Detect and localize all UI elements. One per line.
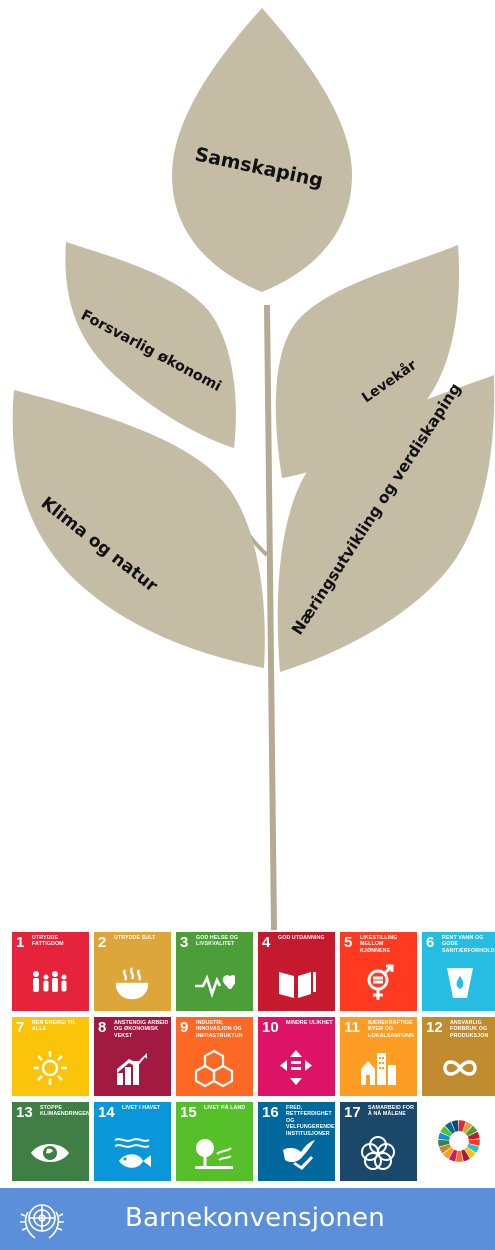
tree-icon — [195, 1139, 233, 1169]
sdg-tile-8: 8 ANSTENDIG ARBEID OG ØKONOMISK VEKST — [94, 1017, 171, 1096]
sdg-number: 2 — [98, 934, 107, 951]
sdg-tile-14: 14 LIVET I HAVET — [94, 1102, 171, 1181]
sdg-tile-10: 10 MINDRE ULIKHET — [258, 1017, 335, 1096]
sdg-title: RENT VANN OG GODE SANITÆRFORHOLD — [442, 935, 495, 954]
sdg-title: STOPPE KLIMAENDRINGENE — [40, 1105, 89, 1118]
sdg-number: 10 — [262, 1019, 279, 1036]
sdg-tile-16: 16 FRED, RETTFERDIGHET OG VELFUNGERENDE I… — [258, 1102, 335, 1181]
leaf-top — [172, 8, 352, 292]
sun-icon — [33, 1051, 67, 1085]
banner: Barnekonvensjonen — [0, 1188, 495, 1250]
sdg-tile-4: 4 GOD UTDANNING — [258, 932, 335, 1011]
family-icon — [33, 971, 67, 992]
sdg-tile-11: 11 BÆREKRAFTIGE BYER OG LOKALSAMFUNN — [340, 1017, 417, 1096]
sdg-number: 6 — [426, 934, 435, 951]
equality-icon — [280, 1050, 312, 1085]
sdg-tile-3: 3 GOD HELSE OG LIVSKVALITET — [176, 932, 253, 1011]
sdg-number: 11 — [344, 1019, 360, 1036]
sdg-number: 4 — [262, 934, 271, 951]
leaf-left-lower — [12, 390, 265, 668]
city-icon — [361, 1053, 396, 1085]
eye-icon — [31, 1144, 69, 1162]
sdg-tile-12: 12 ANSVARLIG FORBRUK OG PRODUKSJON — [422, 1017, 495, 1096]
sdg-number: 13 — [16, 1104, 33, 1121]
un-emblem-icon — [20, 1204, 64, 1239]
infinity-icon — [443, 1060, 477, 1076]
sdg-title: REN ENERGI TIL ALLE — [32, 1020, 76, 1033]
sdg-tile-13: 13 STOPPE KLIMAENDRINGENE — [12, 1102, 89, 1181]
sdg-tile-5: 5 LIKESTILLING MELLOM KJØNNENE — [340, 932, 417, 1011]
sdg-number: 14 — [98, 1104, 115, 1121]
sdg-title: LIKESTILLING MELLOM KJØNNENE — [360, 935, 398, 954]
sdg-number: 8 — [98, 1019, 107, 1036]
sdg-grid: 1 UTRYDDE FATTIGDOM 2 UTRYDDE SULT 3 GOD HELS… — [12, 932, 495, 1184]
sdg-number: 3 — [180, 934, 189, 951]
sdg-number: 7 — [16, 1019, 25, 1036]
sdg-number: 16 — [262, 1104, 279, 1121]
sdg-number: 5 — [344, 934, 353, 951]
sdg-title: GOD UTDANNING — [278, 935, 325, 941]
sdg-title: ANSVARLIG FORBRUK OG PRODUKSJON — [450, 1020, 489, 1039]
water-icon — [447, 968, 473, 998]
leaf-right-lower — [277, 375, 495, 672]
sdg-title: SAMARBEID FOR Å NÅ MÅLENE — [368, 1105, 415, 1118]
sdg-title: BÆREKRAFTIGE BYER OG LOKALSAMFUNN — [368, 1020, 414, 1039]
dove-icon — [283, 1140, 315, 1170]
sdg-tile-logo — [422, 1102, 495, 1181]
plant-diagram: Samskaping Forsvarlig økonomi Levekår Kl… — [12, 8, 495, 930]
leaf-right-upper — [275, 245, 460, 478]
sdg-title: ANSTENDIG ARBEID OG ØKONOMISK VEKST — [114, 1020, 169, 1039]
sdg-tile-1: 1 UTRYDDE FATTIGDOM — [12, 932, 89, 1011]
fish-icon — [114, 1138, 151, 1168]
sdg-title: GOD HELSE OG LIVSKVALITET — [196, 935, 239, 948]
sdg-wheel-icon — [438, 1120, 480, 1162]
sdg-number: 9 — [180, 1019, 189, 1036]
sdg-tile-9: 9 INDUSTRI, INNOVASJON OG INFRASTRUKTUR — [176, 1017, 253, 1096]
banner-title: Barnekonvensjonen — [125, 1203, 385, 1233]
sdg-title: LIVET PÅ LAND — [204, 1105, 246, 1111]
sdg-title: MINDRE ULIKHET — [286, 1020, 333, 1026]
bowl-icon — [115, 967, 149, 1000]
leaf-left-upper — [65, 242, 236, 448]
cubes-icon — [194, 1049, 234, 1088]
growth-chart-icon — [117, 1053, 147, 1085]
sdg-tile-2: 2 UTRYDDE SULT — [94, 932, 171, 1011]
rings-icon — [361, 1136, 395, 1170]
sdg-number: 12 — [426, 1019, 443, 1036]
sdg-title: LIVET I HAVET — [122, 1105, 161, 1111]
sdg-tile-7: 7 REN ENERGI TIL ALLE — [12, 1017, 89, 1096]
sdg-title: FRED, RETTFERDIGHET OG VELFUNGERENDE INS… — [286, 1105, 335, 1137]
stem — [264, 305, 277, 930]
book-icon — [279, 972, 316, 998]
heartbeat-icon — [195, 974, 235, 999]
sdg-title: INDUSTRI, INNOVASJON OG INFRASTRUKTUR — [196, 1020, 243, 1039]
sdg-number: 15 — [180, 1104, 197, 1121]
gender-icon — [367, 964, 394, 1000]
sdg-tile-6: 6 RENT VANN OG GODE SANITÆRFORHOLD — [422, 932, 495, 1011]
sdg-tile-17: 17 SAMARBEID FOR Å NÅ MÅLENE — [340, 1102, 417, 1181]
sdg-tile-15: 15 LIVET PÅ LAND — [176, 1102, 253, 1181]
sdg-title: UTRYDDE FATTIGDOM — [32, 935, 64, 948]
sdg-number: 1 — [16, 934, 25, 951]
sdg-title: UTRYDDE SULT — [114, 935, 156, 941]
sdg-number: 17 — [344, 1104, 361, 1121]
